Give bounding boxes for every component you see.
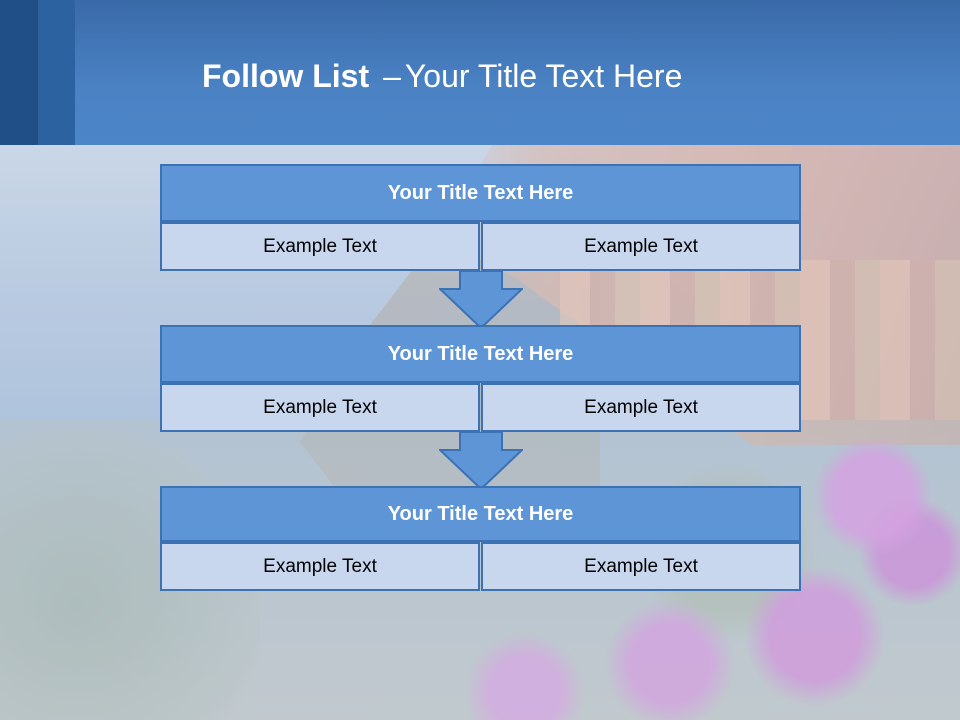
flow-step-1: Your Title Text Here Example Text Exampl… <box>160 164 801 271</box>
flow-step-left-text: Example Text <box>160 383 480 432</box>
down-arrow-icon <box>439 432 523 490</box>
flow-step-right-text: Example Text <box>481 222 801 271</box>
slide-title-text: Your Title Text Here <box>404 58 683 94</box>
flow-step-right-text: Example Text <box>481 383 801 432</box>
down-arrow-icon <box>439 271 523 329</box>
flow-step-title: Your Title Text Here <box>160 486 801 542</box>
slide-title-separator: – <box>383 58 401 94</box>
flow-step-right-text: Example Text <box>481 542 801 591</box>
flow-step-2: Your Title Text Here Example Text Exampl… <box>160 325 801 432</box>
flow-step-title: Your Title Text Here <box>160 325 801 383</box>
slide-title: Follow List–Your Title Text Here <box>202 54 682 98</box>
flow-step-3: Your Title Text Here Example Text Exampl… <box>160 486 801 592</box>
flow-step-left-text: Example Text <box>160 222 480 271</box>
slide-title-bold: Follow List <box>202 58 370 94</box>
header-band: Follow List–Your Title Text Here <box>0 0 960 145</box>
flow-step-left-text: Example Text <box>160 542 480 591</box>
header-accent-strip-dark <box>0 0 38 145</box>
header-accent-strip <box>38 0 75 145</box>
flow-step-title: Your Title Text Here <box>160 164 801 222</box>
